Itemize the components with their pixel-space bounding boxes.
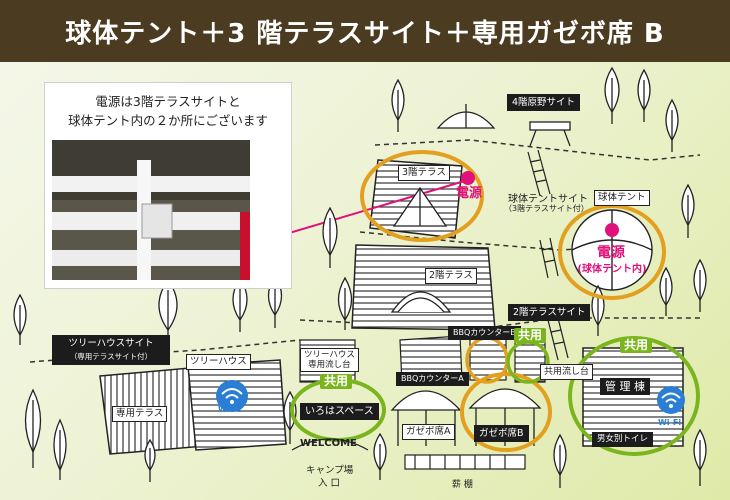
management-label: 管 理 棟: [600, 378, 650, 395]
campsite-map: 電源は3階テラスサイトと 球体テント内の２か所にございます 4階原野サイト 3階…: [0, 62, 730, 500]
treehouse-site-label: ツリーハウスサイト （専用テラスサイト付）: [52, 335, 170, 365]
floor-4-label: 4階原野サイト: [507, 94, 581, 111]
sphere-tent-power-dot: [605, 223, 619, 237]
callout-line-1: 電源は3階テラスサイトと: [95, 94, 241, 109]
terrace-2-deck: [351, 244, 496, 331]
header-bar: 球体テント＋3 階テラスサイト＋専用ガゼボ席 B: [0, 0, 730, 62]
iroha-space-label: いろはスペース: [300, 403, 379, 420]
sphere-site-label: 球体テントサイト: [508, 194, 588, 205]
sphere-tent-label: 球体テント: [594, 190, 650, 206]
bbq-counter-b-label: BBQカウンターB: [448, 326, 521, 340]
treehouse-sink-line-2: 専用流し台: [308, 360, 351, 370]
treehouse-sink-line-1: ツリーハウス: [304, 350, 355, 360]
power-outlet-photo: [52, 140, 250, 280]
sphere-tent-power-ring: [558, 204, 666, 300]
wifi-icon-treehouse: [216, 380, 248, 412]
terrace-3-power-dot: [461, 171, 475, 185]
treehouse-sink-label: ツリーハウス 専用流し台: [300, 348, 359, 372]
entrance-line-1: キャンプ場: [306, 465, 354, 476]
sphere-power-sublabel: (球体テント内): [577, 264, 647, 275]
welcome-sign: WELCOME: [300, 438, 357, 449]
terrace-3-power-ring: [360, 150, 484, 242]
tent-floor-4: [436, 104, 496, 129]
wifi-label-treehouse: Wi-Fi: [218, 405, 242, 414]
treehouse-label: ツリーハウス: [186, 354, 251, 370]
sphere-power-label: 電源: [597, 245, 625, 261]
callout-line-2: 球体テント内の２か所にございます: [68, 113, 268, 128]
entrance-line-2: 入 口: [318, 478, 341, 489]
sphere-tent: [571, 209, 653, 291]
page-title: 球体テント＋3 階テラスサイト＋専用ガゼボ席 B: [65, 18, 665, 49]
wifi-icon-management: [657, 386, 685, 414]
private-terrace-label: 専用テラス: [112, 406, 168, 422]
welcome-arch: [291, 438, 369, 451]
firewood-label: 薪 棚: [452, 480, 473, 490]
wifi-label-management: Wi-Fi: [658, 418, 682, 427]
site-2-label: 2階テラスサイト: [508, 304, 591, 321]
gazebo-a: [390, 390, 462, 446]
tent-terrace-3: [392, 186, 448, 227]
gazebo-b-ring: [460, 372, 552, 452]
shared-sink-label: 共用流し台: [540, 364, 594, 380]
gazebo-a-label: ガゼボ席A: [402, 424, 455, 440]
picnic-table: [529, 121, 571, 147]
shared-badge-iroha: 共用: [320, 374, 353, 389]
terrace-3-power-label: 電源: [456, 186, 483, 201]
terrace-3-label: 3階テラス: [398, 165, 450, 181]
gazebo-b-label: ガゼボ席B: [474, 425, 529, 442]
treehouse-site-subtitle: （専用テラスサイト付）: [69, 352, 153, 361]
terrace-2-label: 2階テラス: [425, 268, 477, 284]
treehouse-site-title: ツリーハウスサイト: [68, 338, 154, 349]
tent-terrace-2: [390, 291, 452, 313]
toilet-label: 男女別トイレ: [592, 432, 654, 447]
sphere-site-sublabel: （3階テラスサイト付）: [504, 204, 589, 213]
bbq-counter-a-label: BBQカウンターA: [396, 372, 469, 386]
outlet-photo-drawing: [52, 140, 250, 280]
shared-badge-sink: 共用: [514, 328, 547, 343]
shared-badge-management: 共用: [620, 338, 653, 353]
ladders: [527, 149, 569, 361]
firewood-shelf: [404, 454, 526, 470]
